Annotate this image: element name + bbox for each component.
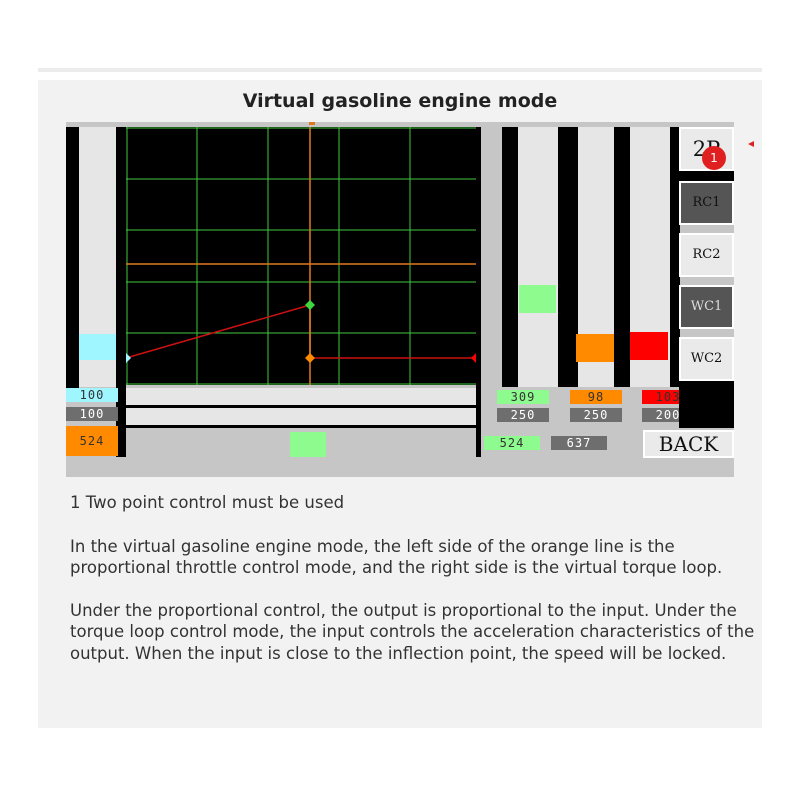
- horizontal-slider-2[interactable]: [126, 408, 476, 425]
- channel1-value: 309: [497, 390, 549, 404]
- bottom-value-left: 524: [484, 436, 540, 450]
- point-orange: [305, 353, 315, 363]
- left-bar-track-2: [116, 127, 126, 457]
- left-value-top: 100: [66, 388, 118, 402]
- curve-chart: [121, 127, 481, 385]
- slider-divider-2: [126, 425, 481, 428]
- chart-grid: [126, 127, 481, 385]
- paragraph-2: Under the proportional control, the outp…: [70, 600, 755, 663]
- chart-top-marker: [309, 122, 315, 125]
- green-position-marker: [290, 432, 326, 457]
- button-gap-1: [679, 171, 734, 181]
- channel1-indicator: [519, 285, 556, 313]
- wc1-button[interactable]: WC1: [679, 285, 734, 329]
- channel1-max: 250: [497, 408, 549, 422]
- left-value-mid: 100: [66, 407, 118, 421]
- channel2-indicator: [576, 334, 614, 362]
- left-bar-track: [66, 127, 79, 392]
- right-edge-marker: [748, 141, 754, 147]
- horizontal-slider-1[interactable]: [126, 388, 476, 405]
- throttle-curve-left: [125, 304, 311, 359]
- point-start: [121, 353, 131, 363]
- slider-divider: [126, 405, 481, 408]
- wc2-button[interactable]: WC2: [679, 337, 734, 381]
- channel2-value: 98: [570, 390, 622, 404]
- page-title: Virtual gasoline engine mode: [242, 90, 558, 112]
- channel1-black: [502, 127, 518, 387]
- point-inflection: [305, 300, 315, 310]
- chart-right-bar: [476, 127, 481, 457]
- rc2-button[interactable]: RC2: [679, 233, 734, 277]
- rc1-button[interactable]: RC1: [679, 181, 734, 225]
- left-value-bottom: 524: [66, 426, 118, 456]
- channel2-max: 250: [570, 408, 622, 422]
- paragraph-1: In the virtual gasoline engine mode, the…: [70, 536, 723, 578]
- button-column-bottom: [679, 381, 734, 428]
- throttle-indicator: [79, 334, 116, 360]
- description: 1 Two point control must be used In the …: [70, 492, 760, 664]
- bottom-value-right: 637: [551, 436, 607, 450]
- device-screen: 100 100 524 309 250 98 250 103 200 524 6…: [66, 122, 734, 477]
- back-button[interactable]: BACK: [643, 430, 734, 458]
- mode-badge-number: 1: [710, 151, 718, 165]
- channel3-black: [614, 127, 630, 387]
- channel3-black-right: [670, 127, 680, 387]
- mode-badge: 1: [702, 146, 726, 170]
- curve-chart-svg: [121, 127, 481, 385]
- channel3-indicator: [630, 332, 668, 360]
- channel1-track: [518, 127, 558, 387]
- note-text: 1 Two point control must be used: [70, 493, 345, 512]
- top-divider: [38, 68, 762, 72]
- channel2-black: [558, 127, 578, 387]
